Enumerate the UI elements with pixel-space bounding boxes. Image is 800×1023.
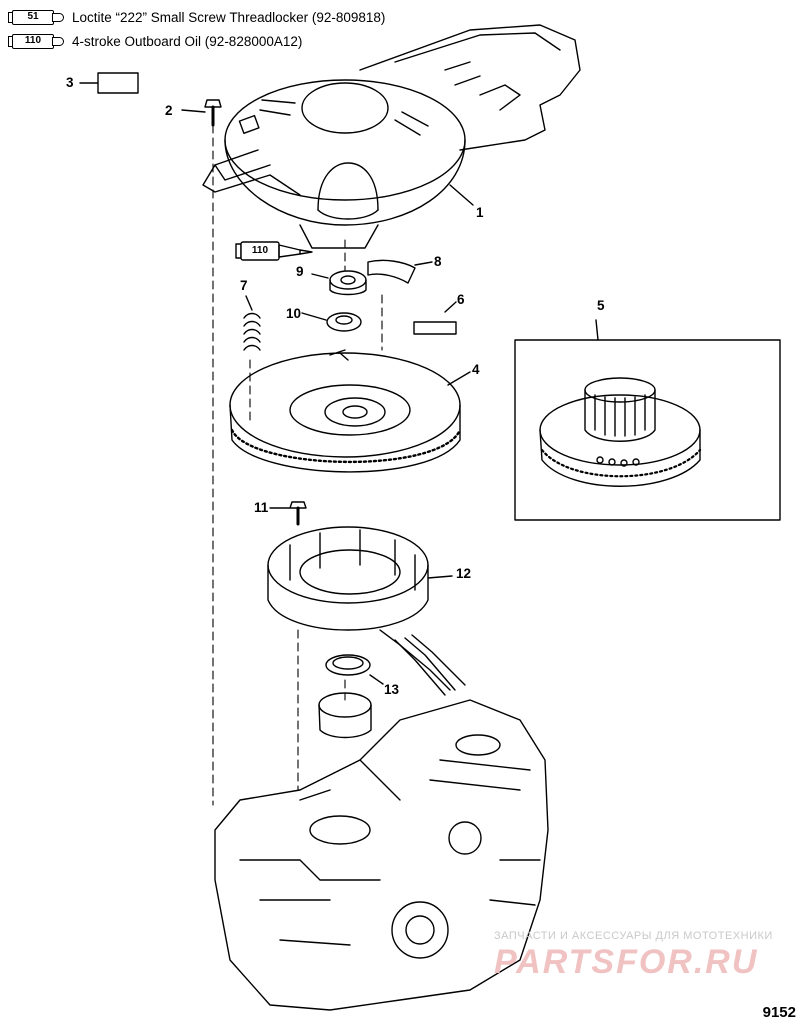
part-9-nut — [311, 270, 367, 296]
watermark-tagline: ЗАПЧАСТИ И АКСЕССУАРЫ ДЛЯ МОТОТЕХНИКИ — [494, 930, 773, 942]
part-2-screw — [181, 99, 222, 127]
sealant-code: 110 — [24, 35, 42, 46]
part-13-seal — [318, 654, 384, 739]
callout-9: 9 — [296, 264, 304, 279]
legend-oil: 110 4-stroke Outboard Oil (92-828000A12) — [8, 30, 302, 52]
callout-12: 12 — [456, 566, 472, 581]
callout-5: 5 — [597, 298, 605, 313]
callout-8: 8 — [434, 254, 442, 269]
callout-13: 13 — [384, 682, 400, 697]
callout-11: 11 — [254, 500, 269, 515]
callout-4: 4 — [472, 362, 480, 377]
part-7-clip — [243, 295, 261, 351]
watermark-logo: PARTSFOR.RU — [494, 943, 759, 981]
part-5-flywheel-inset — [514, 319, 781, 521]
callout-1: 1 — [476, 205, 484, 220]
part-8-key — [367, 259, 416, 284]
sealant-tube-icon: 110 — [8, 33, 66, 49]
part-10-washer — [301, 312, 362, 332]
legend-text: Loctite “222” Small Screw Threadlocker (… — [72, 9, 386, 25]
callout-6: 6 — [457, 292, 465, 307]
part-1-flywheel-cover — [202, 24, 581, 249]
callout-3: 3 — [66, 75, 74, 90]
callout-10: 10 — [286, 306, 302, 321]
part-6-decal — [413, 321, 457, 335]
part-3-decal — [97, 72, 139, 94]
alignment-dashes — [212, 124, 383, 806]
powerhead-block — [214, 699, 549, 1011]
part-11-screw — [269, 501, 307, 526]
callout-2: 2 — [165, 103, 173, 118]
legend-threadlocker: 51 Loctite “222” Small Screw Threadlocke… — [8, 6, 385, 28]
part-12-stator — [267, 526, 466, 696]
figure-number: 9152 — [762, 1004, 796, 1021]
legend-text: 4-stroke Outboard Oil (92-828000A12) — [72, 33, 303, 49]
oil-tube-icon — [235, 241, 313, 261]
part-4-flywheel — [229, 349, 471, 473]
sealant-code: 51 — [27, 11, 39, 22]
sealant-tube-icon: 51 — [8, 9, 66, 25]
callout-7: 7 — [240, 278, 248, 293]
oil-tube-code: 110 — [251, 245, 269, 256]
